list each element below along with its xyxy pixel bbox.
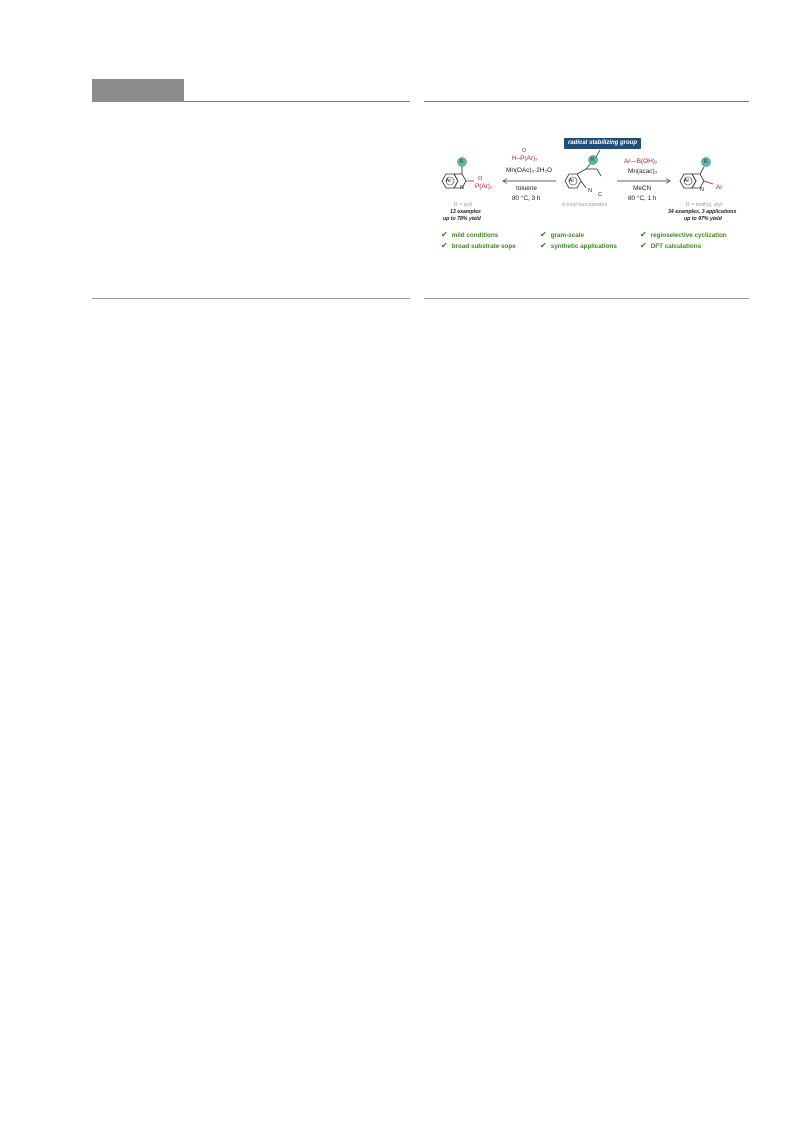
right-product-structure: [679, 166, 714, 189]
left-product-po-oxygen: O: [478, 176, 483, 182]
left-reagent-phosphine-oxide: H–P(Ar)₂: [512, 155, 538, 162]
feature-label: DFT calculations: [650, 243, 702, 250]
feature-item: ✔broad substrate sope: [441, 241, 516, 250]
left-reagent-oxygen: O: [522, 148, 527, 154]
feature-label: gram-scale: [550, 232, 584, 239]
checkmark-icon: ✔: [540, 230, 547, 239]
right-reagent-oxidant: Mn(acac)₃: [628, 168, 658, 175]
checkmark-icon: ✔: [540, 241, 547, 250]
feature-label: regioselective cyclization: [650, 232, 727, 239]
feature-item: ✔regioselective cyclization: [640, 230, 727, 239]
substrate-isocyanide-c: C: [598, 192, 602, 198]
top-rule-right: [424, 101, 749, 102]
left-product-yield: up to 78% yield: [443, 216, 481, 222]
right-product-examples: 34 examples, 3 applications: [668, 209, 737, 215]
checkmark-icon: ✔: [441, 230, 448, 239]
bottom-rule-right: [424, 298, 749, 299]
feature-item: ✔DFT calculations: [640, 241, 701, 250]
substrate-isocyanide-n: N: [588, 188, 592, 194]
feature-item: ✔gram-scale: [540, 230, 584, 239]
left-product-structure: [441, 167, 474, 189]
left-product-r-scope: R = aryl: [454, 202, 473, 208]
checkmark-icon: ✔: [640, 241, 647, 250]
left-r-substituent-circle: [457, 157, 467, 167]
left-ar-label: Ar: [446, 178, 451, 184]
section-header-tab: [92, 79, 184, 102]
right-r-substituent-circle: [701, 157, 711, 167]
left-product-n-label: N: [460, 185, 464, 191]
right-reagent-solvent: MeCN: [633, 185, 652, 192]
left-reagent-solvent: toluene: [516, 185, 537, 192]
right-r-label: R: [703, 159, 708, 165]
substrate-r-substituent-circle: [588, 155, 598, 165]
left-product-examples: 13 examples: [450, 209, 481, 215]
bottom-rule-left: [92, 298, 410, 299]
left-reagent-oxidant: Mn(OAc)₃·2H₂O: [506, 167, 552, 174]
right-ar-ring-circle: [683, 176, 693, 186]
feature-item: ✔mild conditions: [441, 230, 498, 239]
right-ar-label: Ar: [684, 178, 689, 184]
left-r-label: R: [459, 159, 464, 165]
right-product-ar-label: Ar: [716, 184, 723, 191]
top-rule-left: [184, 101, 410, 102]
right-product-yield: up to 97% yield: [684, 216, 722, 222]
right-reagent-boronic-acid: Ar—B(OH)₂: [624, 158, 658, 165]
left-reagent-conditions: 80 °C, 3 h: [512, 195, 541, 202]
substrate-structure: [564, 162, 602, 189]
feature-item: ✔synthetic applications: [540, 241, 617, 250]
right-reagent-conditions: 80 °C, 1 h: [628, 195, 657, 202]
right-reaction-arrow: [617, 178, 671, 184]
feature-label: mild conditions: [451, 232, 499, 239]
checkmark-icon: ✔: [441, 241, 448, 250]
feature-label: synthetic applications: [550, 243, 617, 250]
feature-label: broad substrate sope: [451, 243, 516, 250]
substrate-ar-ring-circle: [568, 176, 578, 186]
substrate-ar-label: Ar: [569, 178, 574, 184]
radical-stabilizing-group-badge: radical stabilizing group: [564, 138, 641, 149]
left-reaction-arrow: [502, 178, 556, 184]
right-product-n-label: N: [700, 187, 704, 193]
left-product-po-label: P(Ar)₂: [475, 183, 493, 190]
substrate-r-label: R: [590, 157, 595, 163]
left-ar-ring-circle: [445, 176, 455, 186]
right-product-r-scope: R = methyl, aryl: [686, 202, 723, 208]
substrate-name: o-vinyl isocyanides: [562, 202, 608, 208]
checkmark-icon: ✔: [640, 230, 647, 239]
